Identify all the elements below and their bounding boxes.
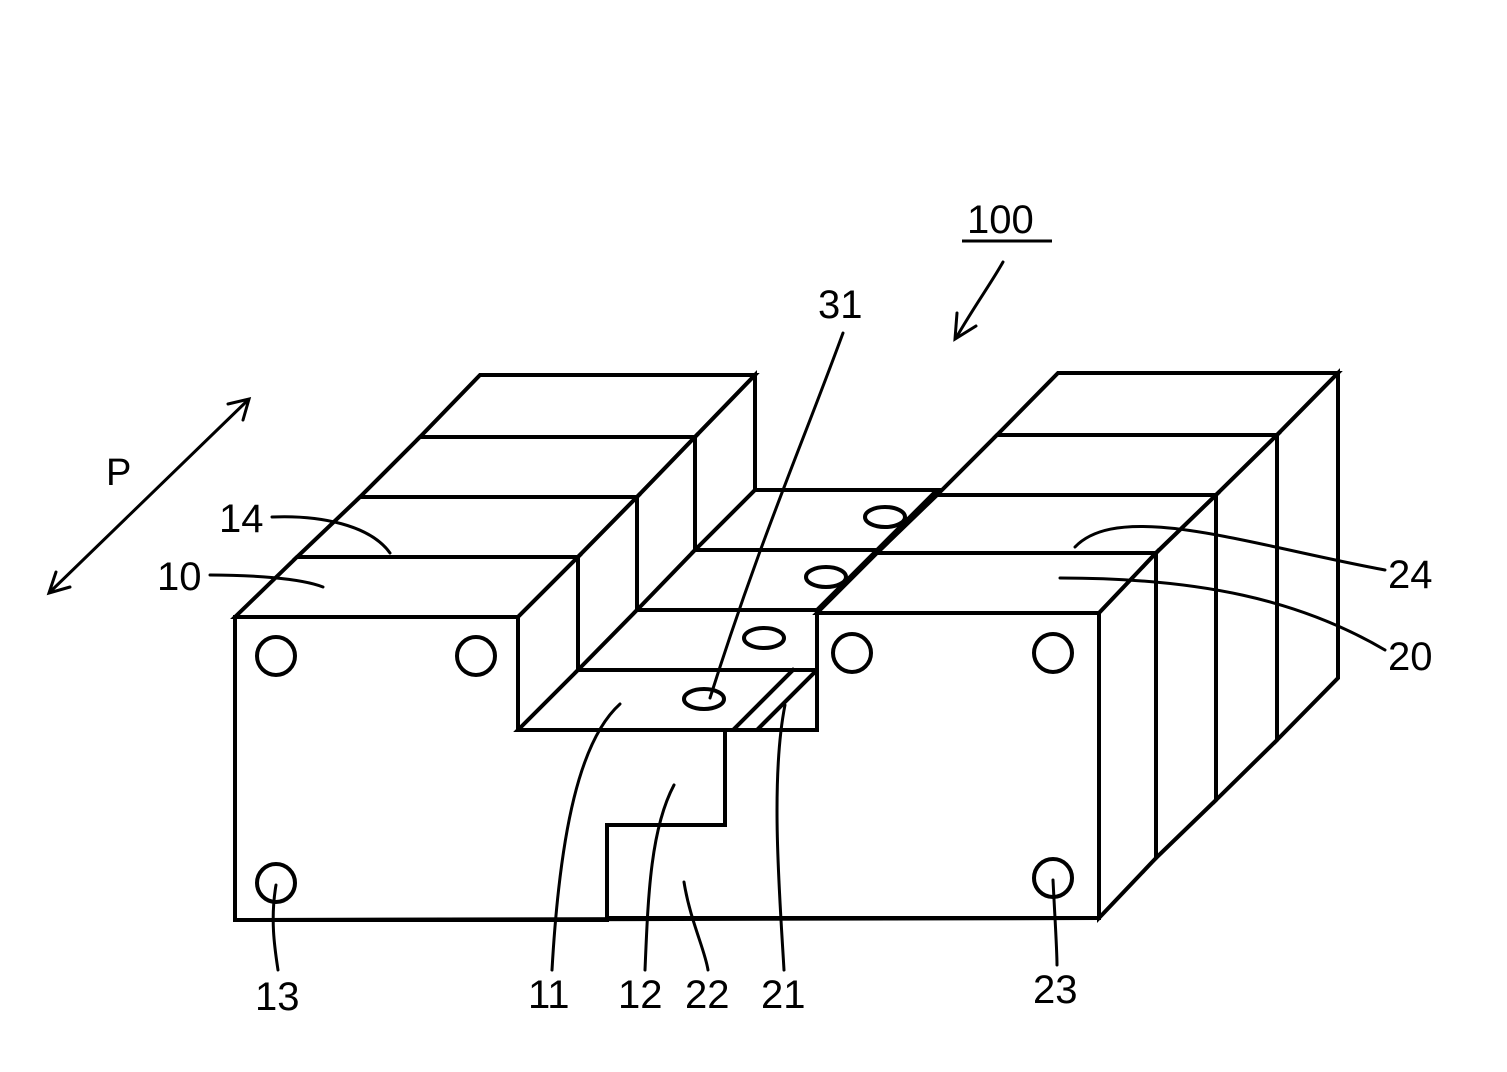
right-layer-3-side [1216, 435, 1277, 800]
terrace-hole-1 [684, 689, 724, 709]
left-hole-bottom-left [257, 864, 295, 902]
label-13: 13 [255, 975, 300, 1019]
terrace-hole-3 [806, 567, 846, 587]
label-20: 20 [1388, 635, 1433, 679]
label-11: 11 [528, 973, 570, 1017]
label-14: 14 [219, 497, 264, 541]
label-23: 23 [1033, 968, 1078, 1012]
front-base-line [235, 918, 1099, 920]
right-hole-top-left [833, 634, 871, 672]
label-10: 10 [157, 555, 202, 599]
assembly-arrow [955, 262, 1003, 339]
terrace-hole-2 [744, 628, 784, 648]
label-12: 12 [618, 973, 663, 1017]
left-hole-top-left [257, 637, 295, 675]
left-hole-top-right [457, 637, 495, 675]
assembly-ref-label: 100 [967, 198, 1034, 242]
direction-arrow [49, 399, 249, 593]
terrace-hole-4 [865, 507, 905, 527]
right-hole-top-right [1034, 634, 1072, 672]
label-21: 21 [761, 973, 806, 1017]
label-22: 22 [685, 973, 730, 1017]
label-31: 31 [818, 283, 863, 327]
right-layer-2-side [1156, 495, 1216, 858]
direction-label: P [106, 452, 131, 494]
label-24: 24 [1388, 553, 1433, 597]
right-layer-1-side [1099, 553, 1156, 918]
right-layer-4-side [1277, 373, 1338, 740]
